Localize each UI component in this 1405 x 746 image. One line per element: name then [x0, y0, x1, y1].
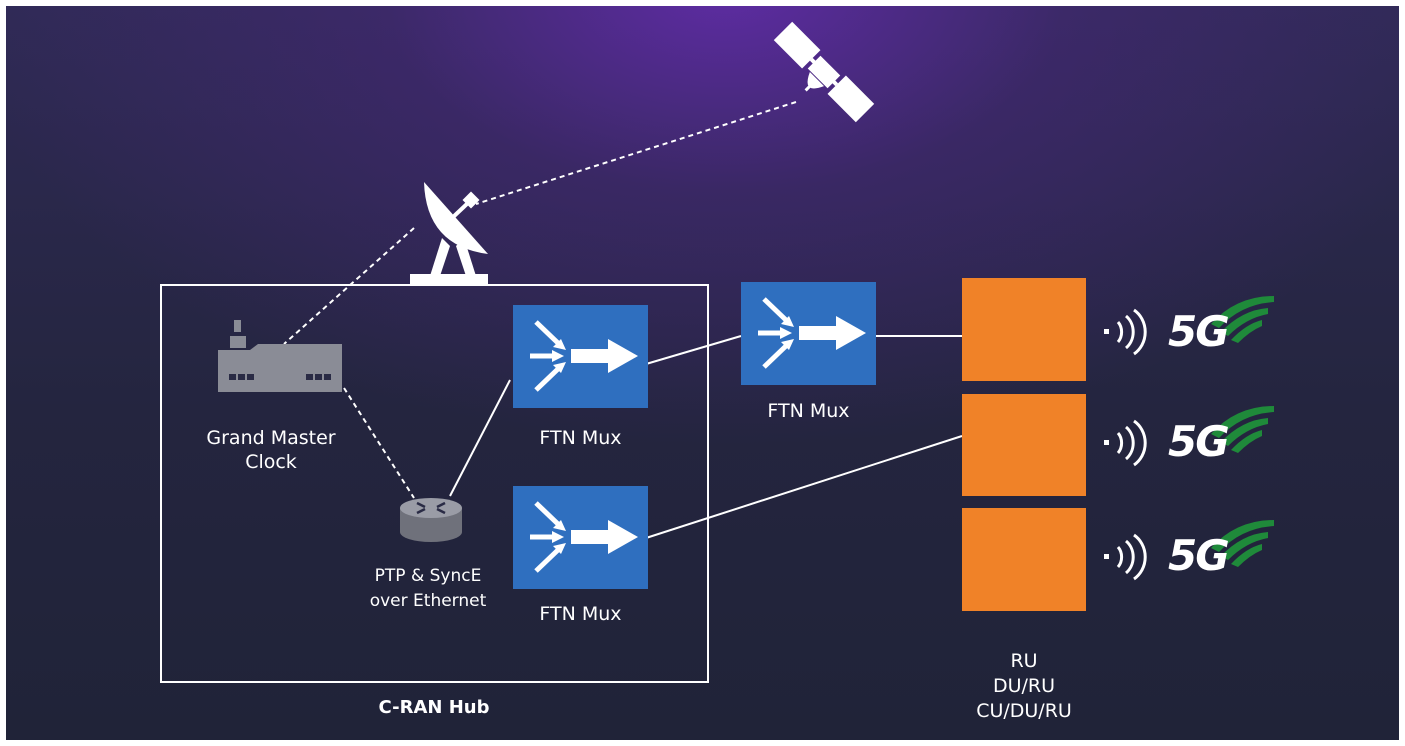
c-ran-hub-label: C-RAN Hub [378, 697, 490, 718]
ru-box-3 [962, 508, 1086, 611]
mux-arrows-icon [758, 297, 866, 369]
ftn-mux-top-label: FTN Mux [539, 427, 622, 449]
connection-lines [283, 101, 963, 539]
diagram-canvas: Grand Master Clock PTP & SyncE over Ethe… [6, 6, 1399, 740]
mux-top-to-mux-middle-line [645, 335, 742, 365]
dish-to-clock-dashed [283, 227, 415, 345]
satellite-link-dashed [475, 101, 797, 205]
fiveg-badge-1: 5G [1168, 307, 1230, 356]
ru-label-line2: DU/RU [992, 675, 1056, 697]
wireless-signal-icon [1104, 533, 1147, 581]
router-to-mux-top-line [449, 379, 511, 497]
router-icon [400, 498, 462, 542]
satellite-dish-icon [410, 182, 488, 284]
mux-arrows-icon [530, 320, 638, 392]
c-ran-hub-box [160, 284, 709, 683]
ptp-synce-label: PTP & SyncE over Ethernet [369, 566, 487, 611]
grand-master-clock-icon [218, 320, 342, 392]
ru-label-line1: RU [1010, 650, 1038, 672]
mux-bottom-to-ru2-line [645, 435, 963, 539]
satellite-icon [773, 21, 875, 123]
fiveg-arcs [1211, 296, 1274, 567]
wireless-signal-icon [1104, 419, 1147, 467]
ru-label-line3: CU/DU/RU [976, 700, 1072, 722]
wireless-signal-icon [1104, 308, 1147, 356]
fiveg-badge-3: 5G [1168, 531, 1230, 580]
ftn-mux-bottom-label: FTN Mux [539, 603, 622, 625]
grand-master-clock-label: Grand Master Clock [206, 427, 336, 473]
clock-to-router-dashed [343, 387, 415, 499]
mux-arrows-icon [530, 501, 638, 573]
ru-box-2 [962, 394, 1086, 496]
ftn-mux-middle-label: FTN Mux [767, 400, 850, 422]
fiveg-badge-2: 5G [1168, 417, 1230, 466]
ru-box-1 [962, 278, 1086, 381]
